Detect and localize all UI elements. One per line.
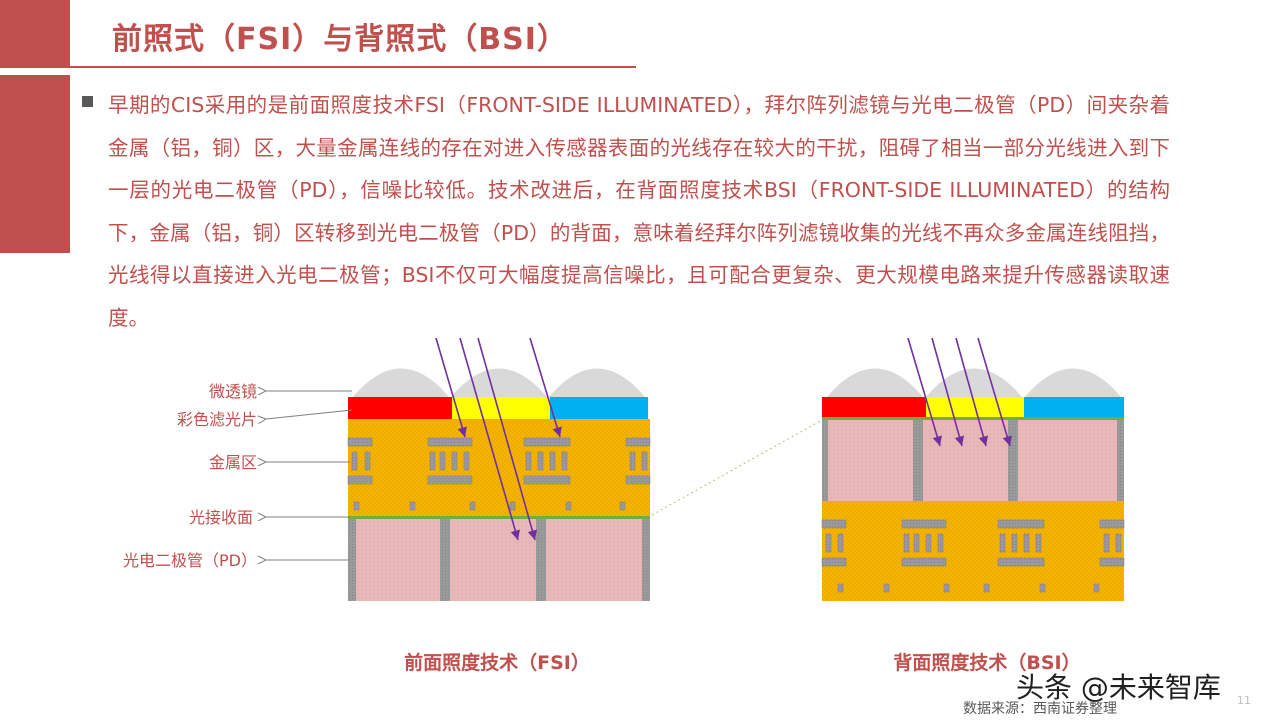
- watermark: 头条 @未来智库: [1016, 671, 1221, 704]
- title-underline: [70, 66, 636, 68]
- bsi-microlens-1: [827, 368, 923, 397]
- bsi-metal-layer: [822, 501, 1124, 601]
- fsi-filter-blue: [550, 397, 648, 419]
- caption-bsi: 背面照度技术（BSI）: [893, 651, 1080, 674]
- fsi-microlens-2: [451, 368, 547, 397]
- fsi-filter-red: [348, 397, 452, 419]
- slide-title: 前照式（FSI）与背照式（BSI）: [112, 22, 568, 57]
- bsi-filter-blue: [1024, 397, 1124, 417]
- label-color-filter: 彩色滤光片: [177, 410, 257, 429]
- bsi-structure: [821, 337, 1125, 601]
- fsi-microlens-1: [353, 368, 449, 397]
- connector-dotted: [651, 419, 823, 516]
- label-metal: 金属区: [209, 453, 257, 472]
- fsi-light-rays: [435, 337, 562, 541]
- fsi-wiring: [347, 437, 651, 511]
- bsi-wiring: [821, 519, 1125, 593]
- fsi-pd-separators: [348, 519, 650, 601]
- body-paragraph: 早期的CIS采用的是前面照度技术FSI（FRONT-SIDE ILLUMINAT…: [108, 93, 1170, 330]
- fsi-microlens-3: [549, 368, 645, 397]
- bsi-filter-red: [822, 397, 926, 417]
- data-source: 数据来源：西南证券整理: [963, 701, 1117, 717]
- bsi-pd-separators: [822, 420, 1124, 501]
- bullet-square-icon: [82, 96, 93, 107]
- caption-fsi: 前面照度技术（FSI）: [404, 651, 590, 674]
- label-microlens: 微透镜: [209, 382, 257, 401]
- accent-bar-side: [0, 75, 70, 253]
- label-photodiode: 光电二极管（PD）: [123, 551, 257, 570]
- page-number: 11: [1237, 694, 1251, 707]
- bsi-light-rays: [907, 337, 1012, 447]
- fsi-filter-yellow: [452, 397, 550, 419]
- bsi-photodiode-layer: [822, 420, 1124, 501]
- fsi-metal-layer: [348, 419, 650, 517]
- fsi-photodiode-layer: [348, 519, 650, 601]
- accent-bar-top: [0, 0, 70, 68]
- fsi-labels: 微透镜 彩色滤光片 金属区 光接收面 光电二极管（PD）: [123, 382, 353, 570]
- fsi-structure: [347, 337, 651, 601]
- bsi-microlens-3: [1025, 368, 1121, 397]
- bsi-receive-surface: [822, 417, 1124, 420]
- fsi-receive-surface: [348, 516, 650, 519]
- bsi-microlens-2: [926, 368, 1022, 397]
- label-receive-surface: 光接收面: [189, 508, 253, 527]
